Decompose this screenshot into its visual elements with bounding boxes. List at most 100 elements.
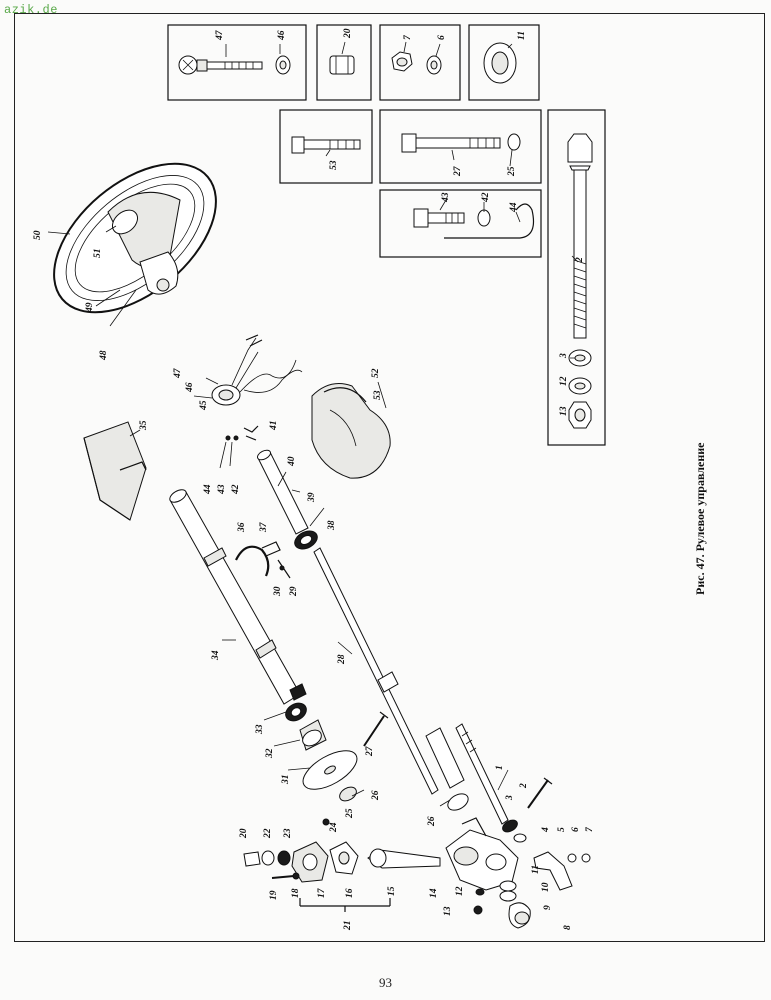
column-tube-34	[169, 489, 307, 705]
label-38: 38	[327, 520, 337, 531]
label-43-box: 43	[441, 192, 451, 203]
label-39: 39	[307, 492, 317, 503]
label-47-switch: 47	[173, 367, 183, 379]
label-12: 12	[455, 886, 465, 896]
label-7: 7	[585, 826, 595, 832]
label-46-switch: 46	[185, 382, 195, 393]
label-9: 9	[543, 905, 553, 910]
label-53-box: 53	[329, 160, 339, 170]
label-17: 17	[317, 887, 327, 898]
cover-17	[291, 841, 329, 883]
turn-signal-switch	[211, 334, 303, 406]
steering-shaft-28	[313, 547, 465, 795]
seal-26	[339, 786, 469, 811]
detail-box-plug	[316, 24, 372, 101]
steering-wheel	[53, 162, 217, 314]
label-21: 21	[343, 921, 353, 932]
label-13: 13	[443, 906, 453, 916]
label-52: 52	[371, 368, 381, 378]
label-14: 14	[429, 888, 439, 898]
detail-box-bolt-43	[379, 189, 542, 258]
label-45: 45	[199, 400, 209, 411]
label-47: 47	[215, 29, 225, 41]
flange-32	[299, 719, 327, 751]
clamp-36-37	[235, 541, 291, 579]
label-13-box: 13	[559, 406, 569, 416]
label-26-seal: 26	[427, 816, 437, 827]
label-46: 46	[277, 30, 287, 41]
label-1: 1	[495, 765, 505, 770]
part-labels: 47 46 20 7 6 11 53 27 25 43 42 44 2 3 12…	[33, 28, 595, 931]
detail-box-nut-washer	[379, 24, 461, 101]
worm-shaft-1	[455, 723, 518, 833]
label-10: 10	[541, 882, 551, 892]
label-11: 11	[531, 865, 541, 874]
label-30: 30	[273, 586, 283, 597]
figure-caption: Рис. 47. Рулевое управление	[693, 442, 707, 595]
bushing-38	[294, 530, 318, 550]
label-4: 4	[541, 827, 551, 833]
label-53: 53	[373, 390, 383, 400]
label-7: 7	[403, 34, 413, 40]
label-2: 2	[519, 783, 529, 789]
label-34: 34	[211, 650, 221, 661]
bracket-35	[83, 421, 147, 521]
label-35: 35	[139, 420, 149, 431]
figure-frame	[14, 13, 765, 942]
label-41: 41	[269, 421, 279, 432]
detail-box-bolt-27	[379, 109, 542, 184]
label-16: 16	[345, 888, 355, 898]
detail-box-ring	[468, 24, 540, 101]
small-fasteners-41-44	[219, 425, 259, 469]
label-37: 37	[259, 521, 269, 533]
gasket-16	[329, 841, 359, 875]
label-15: 15	[387, 886, 397, 896]
label-18: 18	[291, 888, 301, 898]
label-49: 49	[85, 302, 95, 313]
detail-box-bolt-washer	[167, 24, 307, 101]
label-29: 29	[289, 586, 299, 597]
label-44: 44	[203, 484, 213, 495]
label-3-box: 3	[559, 353, 569, 359]
label-36: 36	[237, 522, 247, 533]
bolt-27	[363, 711, 389, 747]
cover-disc-31	[302, 750, 358, 790]
page-number: 93	[379, 975, 392, 990]
label-26: 26	[371, 790, 381, 801]
label-44-box: 44	[509, 202, 519, 213]
label-42: 42	[231, 484, 241, 495]
detail-box-bolt-53	[279, 109, 373, 184]
label-6: 6	[437, 35, 447, 40]
switch-cover-52	[311, 383, 391, 479]
label-20: 20	[239, 828, 249, 839]
column-bearing-33	[285, 702, 307, 722]
label-5: 5	[557, 827, 567, 832]
detail-box-long-bolt	[547, 109, 606, 446]
label-12-box: 12	[559, 376, 569, 386]
leader-lines	[47, 41, 579, 807]
lever-4-5-6-7	[533, 851, 591, 891]
label-19: 19	[269, 890, 279, 900]
label-32: 32	[265, 748, 275, 759]
assembly-bracket-21	[299, 898, 391, 912]
fasteners-18-23	[243, 818, 330, 880]
label-25-box: 25	[507, 166, 517, 177]
label-43: 43	[217, 484, 227, 495]
label-24: 24	[329, 822, 339, 833]
label-23: 23	[283, 828, 293, 839]
label-50: 50	[33, 230, 43, 240]
label-28: 28	[337, 654, 347, 665]
washers-cluster-3-13	[473, 833, 531, 929]
label-3: 3	[505, 795, 515, 801]
label-11: 11	[517, 31, 527, 40]
label-20: 20	[343, 28, 353, 39]
label-31: 31	[281, 775, 291, 786]
label-27-box: 27	[453, 165, 463, 177]
label-22: 22	[263, 828, 273, 839]
shaft-extension-40	[257, 449, 309, 535]
label-33: 33	[255, 724, 265, 735]
gear-housing-14	[445, 817, 519, 891]
label-6: 6	[571, 827, 581, 832]
